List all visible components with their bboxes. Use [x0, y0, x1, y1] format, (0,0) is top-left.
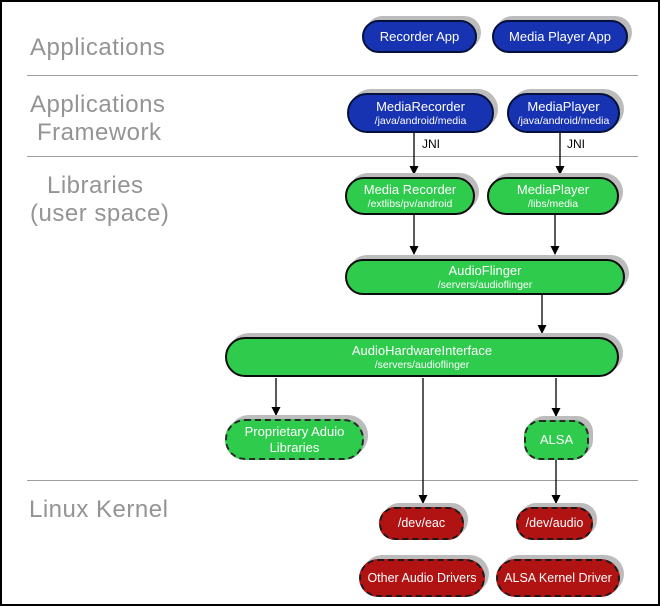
node-title: MediaRecorder: [376, 98, 465, 114]
section-label-linux-kernel: Linux Kernel: [29, 496, 169, 523]
node-title: Media Player App: [509, 28, 611, 44]
node-media-player-app: Media Player App: [492, 20, 628, 53]
node-title: ALSA Kernel Driver: [504, 570, 612, 585]
node-dev-eac: /dev/eac: [379, 507, 464, 540]
node-title: AudioFlinger: [448, 262, 522, 278]
node-title: Proprietary Aduio: [244, 423, 345, 439]
node-subtitle: /servers/audioflinger: [374, 358, 470, 371]
divider-framework-libraries: [27, 156, 638, 157]
node-audiohardwareinterface: AudioHardwareInterface /servers/audiofli…: [225, 337, 619, 377]
node-proprietary-audio-libraries: Proprietary Aduio Libraries: [225, 419, 364, 460]
node-other-audio-drivers: Other Audio Drivers: [359, 559, 485, 597]
node-title: MediaPlayer: [527, 98, 600, 114]
node-mediaplayer-lib: MediaPlayer /libs/media: [487, 177, 619, 215]
node-title: Other Audio Drivers: [367, 570, 477, 585]
section-label-line: Framework: [37, 119, 162, 146]
node-title: AudioHardwareInterface: [351, 342, 493, 358]
node-mediarecorder-framework: MediaRecorder /java/android/media: [347, 93, 494, 133]
node-title: /dev/eac: [397, 516, 446, 530]
section-label-line: (user space): [30, 200, 170, 227]
node-alsa-kernel-driver: ALSA Kernel Driver: [496, 559, 620, 597]
node-title: Recorder App: [379, 28, 460, 44]
node-title: ALSA: [539, 432, 574, 448]
jni-label-left: JNI: [422, 137, 440, 151]
jni-label-right: JNI: [567, 137, 585, 151]
node-subtitle: /extlibs/pv/android: [367, 197, 453, 210]
section-label-applications-framework: Applications Framework: [30, 91, 165, 147]
node-alsa: ALSA: [524, 420, 589, 460]
node-subtitle: /java/android/media: [517, 114, 610, 127]
section-label-line: Libraries: [47, 172, 144, 199]
section-label-applications: Applications: [30, 34, 166, 61]
node-title-line2: Libraries: [269, 439, 320, 455]
node-title: /dev/audio: [525, 516, 584, 530]
node-subtitle: /java/android/media: [374, 114, 467, 127]
node-mediaplayer-framework: MediaPlayer /java/android/media: [507, 93, 620, 133]
node-title: MediaPlayer: [516, 181, 590, 197]
node-subtitle: /servers/audioflinger: [437, 278, 533, 291]
node-media-recorder-lib: Media Recorder /extlibs/pv/android: [345, 177, 475, 215]
divider-libraries-kernel: [27, 480, 638, 481]
divider-applications-framework: [27, 75, 638, 76]
node-title: Media Recorder: [363, 181, 457, 197]
section-label-line: Applications: [30, 91, 166, 118]
node-audioflinger: AudioFlinger /servers/audioflinger: [345, 259, 625, 295]
node-subtitle: /libs/media: [527, 197, 579, 210]
section-label-libraries: Libraries (user space): [30, 172, 169, 228]
node-recorder-app: Recorder App: [362, 20, 477, 53]
node-dev-audio: /dev/audio: [516, 507, 593, 540]
